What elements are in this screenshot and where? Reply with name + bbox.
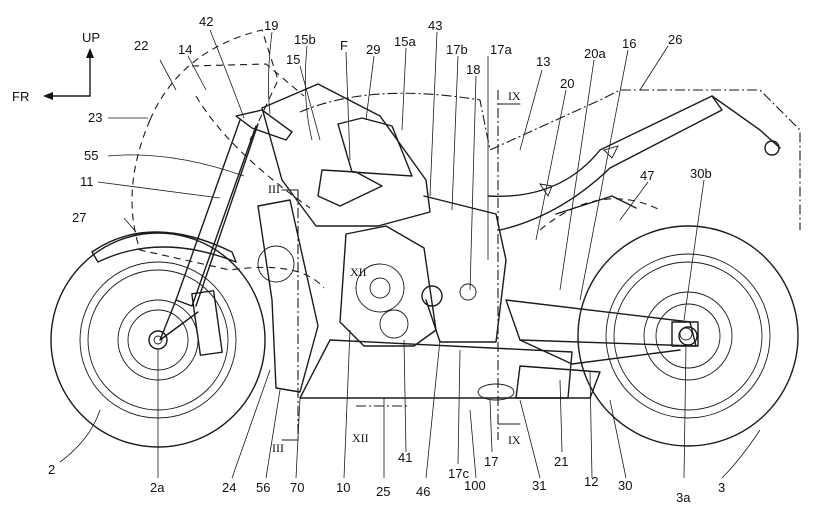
section-xii-mark: XII <box>350 265 367 279</box>
cowl-inner-line <box>195 95 311 209</box>
callout-21: 21 <box>554 454 568 469</box>
exhaust-coil <box>477 383 515 401</box>
callout-17a: 17a <box>490 42 512 57</box>
callout-10: 10 <box>336 480 350 495</box>
engine <box>299 225 573 399</box>
front-fork <box>159 109 293 356</box>
callout-30b: 30b <box>690 166 712 181</box>
callout-15: 15 <box>286 52 300 67</box>
front-cowl <box>149 29 279 141</box>
callout-16: 16 <box>622 36 636 51</box>
windscreen <box>191 63 305 97</box>
callout-70: 70 <box>290 480 304 495</box>
callout-22: 22 <box>134 38 148 53</box>
leader-lines <box>59 29 761 479</box>
radiator <box>257 199 319 393</box>
front-fender <box>91 231 237 263</box>
callout-F: F <box>340 38 348 53</box>
callout-15b: 15b <box>294 32 316 47</box>
callout-56: 56 <box>256 480 270 495</box>
callout-24: 24 <box>222 480 236 495</box>
callout-14: 14 <box>178 42 192 57</box>
callout-41: 41 <box>398 450 412 465</box>
direction-arrows: UP FR <box>12 30 100 104</box>
exhaust-pipe <box>515 365 601 399</box>
callout-11: 11 <box>80 174 94 189</box>
seat-rail <box>487 95 781 231</box>
callout-20: 20 <box>560 76 574 91</box>
callout-31: 31 <box>532 478 546 493</box>
callout-17: 17 <box>484 454 498 469</box>
callout-18: 18 <box>466 62 480 77</box>
section-ix-top: IX <box>508 89 521 103</box>
section-ix-bottom: IX <box>508 433 521 447</box>
rear-mudguard <box>539 198 661 231</box>
callout-42: 42 <box>199 14 213 29</box>
radiator-fan <box>257 245 295 283</box>
up-label: UP <box>82 30 100 45</box>
tail-cowl <box>299 89 801 230</box>
callout-27: 27 <box>72 210 86 225</box>
callout-100: 100 <box>464 478 486 493</box>
section-lines: III III IX IX XII XII <box>268 89 521 455</box>
section-xii-bottom: XII <box>352 431 369 445</box>
section-iii-bottom: III <box>272 441 284 455</box>
callout-25: 25 <box>376 484 390 499</box>
swing-arm <box>505 299 699 365</box>
callout-2: 2 <box>48 462 55 477</box>
main-frame <box>261 83 507 343</box>
callout-20a: 20a <box>584 46 606 61</box>
callout-2a: 2a <box>150 480 165 495</box>
callout-labels: 42 19 15b F 29 15a 43 17b 17a 22 14 15 1… <box>48 14 725 505</box>
callout-26: 26 <box>668 32 682 47</box>
rear-wheel <box>577 225 799 447</box>
callout-43: 43 <box>428 18 442 33</box>
callout-17b: 17b <box>446 42 468 57</box>
section-iii-top: III <box>268 182 280 196</box>
callout-19: 19 <box>264 18 278 33</box>
callout-47: 47 <box>640 168 654 183</box>
callout-3: 3 <box>718 480 725 495</box>
callout-12: 12 <box>584 474 598 489</box>
callout-29: 29 <box>366 42 380 57</box>
callout-15a: 15a <box>394 34 416 49</box>
callout-3a: 3a <box>676 490 691 505</box>
callout-46: 46 <box>416 484 430 499</box>
callout-55: 55 <box>84 148 98 163</box>
front-label: FR <box>12 89 29 104</box>
side-cowl <box>131 119 325 289</box>
callout-17c: 17c <box>448 466 469 481</box>
callout-30: 30 <box>618 478 632 493</box>
callout-13: 13 <box>536 54 550 69</box>
callout-23: 23 <box>88 110 102 125</box>
